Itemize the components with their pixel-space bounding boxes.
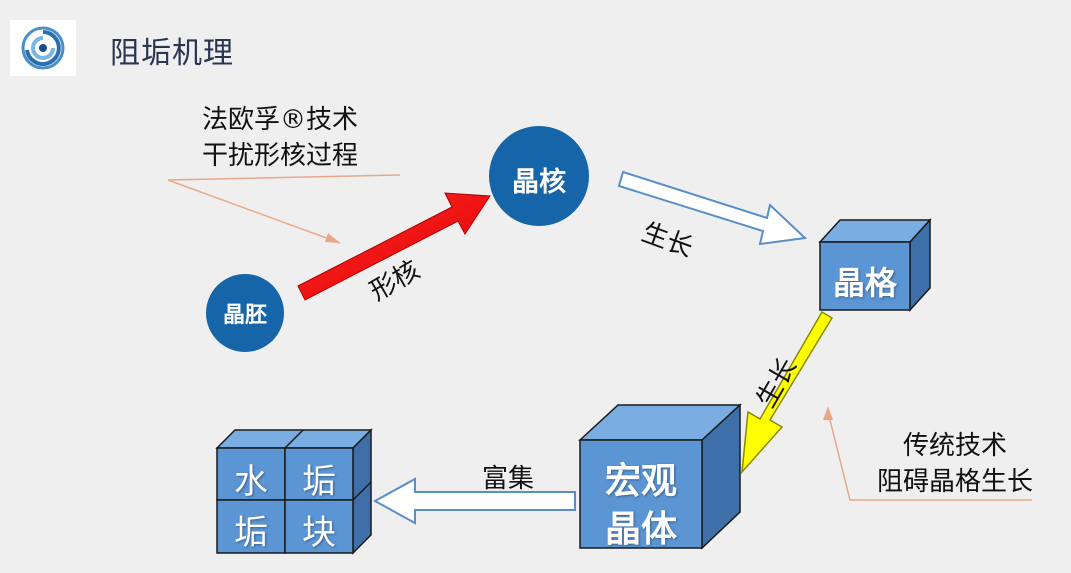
page-title: 阻垢机理 <box>110 36 234 71</box>
growth-arrow-2 <box>741 310 834 475</box>
scale-block-cubes <box>215 428 373 555</box>
macro-crystal-cube <box>578 403 742 550</box>
lattice-cube <box>818 218 932 312</box>
embryo-label: 晶胚 <box>222 303 267 328</box>
embryo-node <box>206 274 284 352</box>
lattice-label: 晶格 <box>832 264 897 302</box>
traditional-note-line2: 阻碍晶格生长 <box>876 467 1033 497</box>
macro-crystal-label-line2: 晶体 <box>604 509 677 550</box>
falufu-note: 法欧孚®技术 干扰形核过程 <box>185 102 375 174</box>
enrichment-arrow <box>372 477 576 525</box>
scale-block-char-1: 水 <box>234 462 268 502</box>
enrichment-label: 富集 <box>482 464 535 494</box>
falufu-note-line2: 干扰形核过程 <box>201 141 358 171</box>
traditional-note: 传统技术 阻碍晶格生长 <box>860 428 1050 500</box>
traditional-pointer-head <box>823 406 833 420</box>
nucleus-label: 晶核 <box>512 167 566 198</box>
traditional-note-line1: 传统技术 <box>902 431 1007 461</box>
scale-block-char-3: 垢 <box>234 513 268 553</box>
scale-block-char-2: 垢 <box>302 462 336 502</box>
nucleus-node <box>489 126 589 226</box>
falufu-pointer-head <box>325 233 340 243</box>
falufu-note-line1: 法欧孚®技术 <box>201 105 358 135</box>
traditional-pointer-line <box>827 411 1032 501</box>
falufu-pointer-line <box>167 174 401 244</box>
swirl-logo-icon <box>10 20 76 76</box>
nucleation-arrow <box>297 192 491 301</box>
scale-block-char-4: 块 <box>302 513 336 553</box>
growth-arrow-1 <box>617 170 808 246</box>
macro-crystal-label-line1: 宏观 <box>604 461 677 502</box>
